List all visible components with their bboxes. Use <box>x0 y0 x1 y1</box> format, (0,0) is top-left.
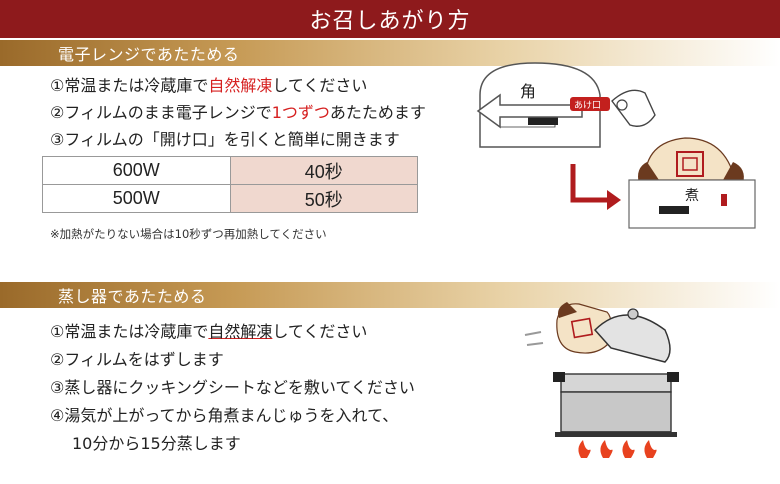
microwave-step-2-post: あたためます <box>329 103 426 122</box>
steamer-step-1-pre: ①常温または冷蔵庫で <box>50 322 209 341</box>
page-header: お召しあがり方 <box>0 0 780 38</box>
steamer-step-2: ②フィルムをはずします <box>50 350 224 369</box>
microwave-step-2: ②フィルムのまま電子レンジで1つずつあたためます <box>50 99 426 123</box>
time-cell: 40秒 <box>229 156 419 185</box>
steamer-step-4-continued: 10分から15分蒸します <box>72 434 241 453</box>
section-title-steamer: 蒸し器であたためる <box>58 287 207 306</box>
arrow-right-icon <box>570 164 621 210</box>
table-row: 500W 50秒 <box>42 184 419 213</box>
microwave-step-1-highlight: 自然解凍 <box>208 76 273 95</box>
steamer-step-1-post: してください <box>272 322 368 341</box>
table-row: 600W 40秒 <box>42 156 419 185</box>
page-title: お召しあがり方 <box>309 9 471 34</box>
wattage-cell: 600W <box>42 156 231 185</box>
section-title-microwave: 電子レンジであたためる <box>58 45 240 64</box>
svg-text:煮: 煮 <box>685 188 699 204</box>
section-header-microwave: 電子レンジであたためる <box>0 40 780 66</box>
section-header-steamer: 蒸し器であたためる <box>0 282 780 308</box>
microwave-step-1-post: してください <box>272 76 368 95</box>
pull-tab-label: あけ口 <box>574 100 601 111</box>
heating-time-table: 600W 40秒 500W 50秒 <box>42 156 419 213</box>
microwave-step-3: ③フィルムの「開け口」を引くと簡単に開きます <box>50 130 400 149</box>
steamer-step-4: ④湯気が上がってから角煮まんじゅうを入れて、 <box>50 406 399 425</box>
steamer-step-1-highlight: 自然解凍 <box>208 322 273 341</box>
steamer-step-3: ③蒸し器にクッキングシートなどを敷いてください <box>50 378 415 397</box>
package-open-illustration: 角 あけ口 <box>476 62 656 148</box>
reheat-note: ※加熱がたりない場合は10秒ずつ再加熱してください <box>50 227 327 241</box>
microwave-step-2-pre: ②フィルムのまま電子レンジで <box>50 103 272 122</box>
microwave-step-1-pre: ①常温または冷蔵庫で <box>50 76 209 95</box>
steamer-pot-illustration <box>524 302 679 458</box>
svg-text:角: 角 <box>520 82 536 101</box>
microwave-step-2-highlight: 1つずつ <box>271 103 330 122</box>
time-cell: 50秒 <box>229 184 419 213</box>
steamer-step-1: ①常温または冷蔵庫で自然解凍してください <box>50 318 367 342</box>
wattage-cell: 500W <box>42 184 231 213</box>
microwave-step-1: ①常温または冷蔵庫で自然解凍してください <box>50 72 367 96</box>
package-opened-illustration: 煮 <box>628 137 756 229</box>
